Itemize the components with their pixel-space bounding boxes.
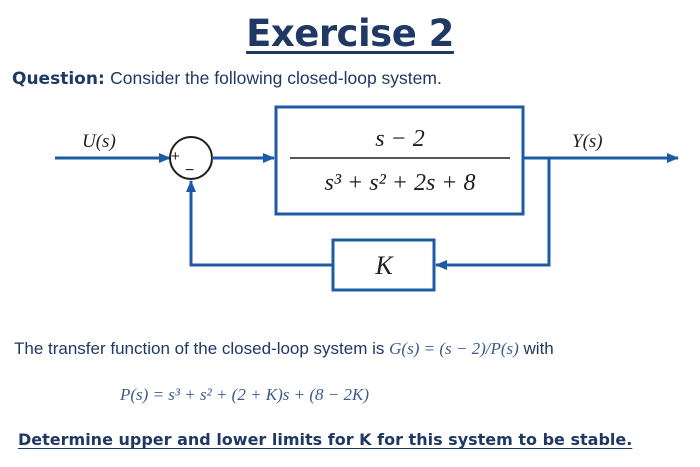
input-label: U(s) [82, 131, 116, 152]
transfer-function-line: The transfer function of the closed-loop… [14, 339, 554, 359]
transfer-suffix: with [523, 339, 554, 358]
sum-plus-sign: + [171, 148, 180, 165]
page-title: Exercise 2 [246, 12, 454, 55]
question-label: Question: [12, 69, 105, 89]
block-diagram: U(s) + − s − 2 s³ + s² + 2s + 8 Y(s) K [55, 105, 679, 292]
feedback-line-out [186, 180, 333, 267]
feedback-line-in [435, 158, 551, 270]
question-line: Question: Consider the following closed-… [12, 68, 442, 89]
plant-denominator: s³ + s² + 2s + 8 [325, 170, 476, 196]
sum-minus-sign: − [185, 162, 194, 179]
plant-numerator: s − 2 [375, 126, 425, 152]
task-statement: Determine upper and lower limits for K f… [18, 430, 633, 449]
question-text: Consider the following closed-loop syste… [110, 68, 442, 88]
transfer-formula: G(s) = (s − 2)/P(s) [389, 339, 519, 358]
feedback-gain: K [374, 251, 394, 280]
output-label: Y(s) [572, 131, 603, 152]
plant-block [274, 105, 525, 216]
transfer-prefix: The transfer function of the closed-loop… [14, 339, 385, 358]
polynomial-equation: P(s) = s³ + s² + (2 + K)s + (8 − 2K) [120, 385, 370, 404]
